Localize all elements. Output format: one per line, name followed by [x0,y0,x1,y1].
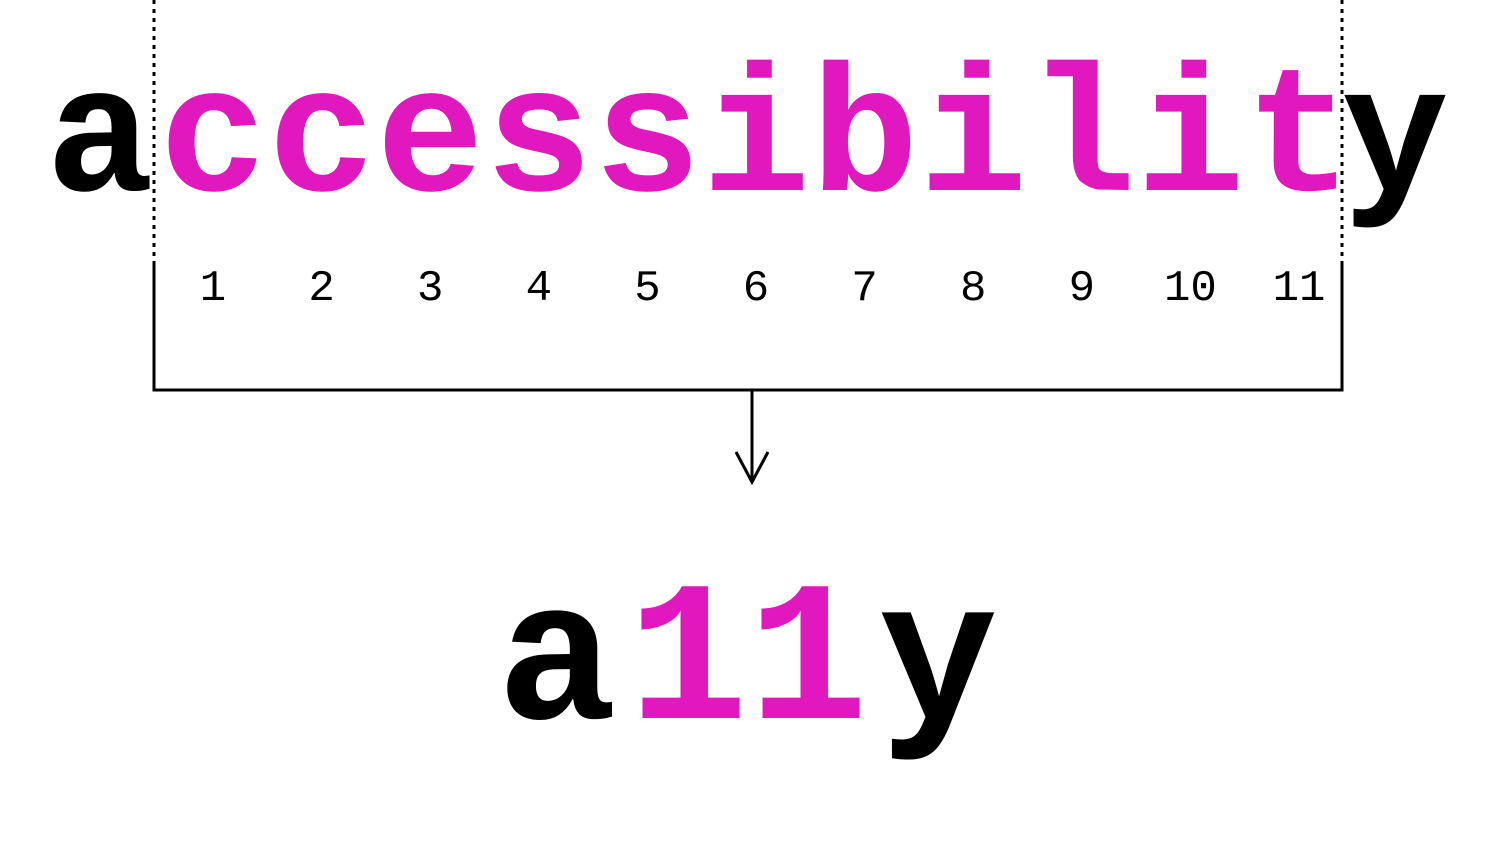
word-middle-letter: t [1245,41,1353,245]
word-middle-letter: s [485,41,593,245]
count-number: 3 [417,264,443,314]
arrow-head [734,451,770,486]
word-middle-letter: c [159,41,267,245]
abbr-first-letter: a [497,552,617,779]
count-number: 5 [634,264,660,314]
word-middle-letter: i [919,41,1027,245]
abbr-count: 11 [628,552,868,779]
word-middle-letter: i [1136,41,1244,245]
word-middle-letter: i [702,41,810,245]
word-middle-letter: b [811,41,919,245]
count-number: 6 [743,264,769,314]
count-number: 4 [526,264,552,314]
count-number: 10 [1164,264,1217,314]
letter-count-numbers: 1 2 3 4 5 6 7 8 9 10 11 [200,264,1326,314]
word-middle-letter: s [593,41,701,245]
word-middle-letter: e [376,41,484,245]
abbreviation-a11y: a 11 y [497,552,998,779]
word-middle-letter: l [1028,41,1136,245]
abbr-last-letter: y [878,552,998,779]
count-number: 2 [308,264,334,314]
word-middle-letter: c [268,41,376,245]
count-number: 9 [1069,264,1095,314]
count-number: 11 [1273,264,1326,314]
word-first-letter: a [46,41,154,245]
counting-bracket [152,262,1344,392]
count-number: 7 [851,264,877,314]
count-number: 8 [960,264,986,314]
count-number: 1 [200,264,226,314]
word-last-letter: y [1341,41,1449,245]
